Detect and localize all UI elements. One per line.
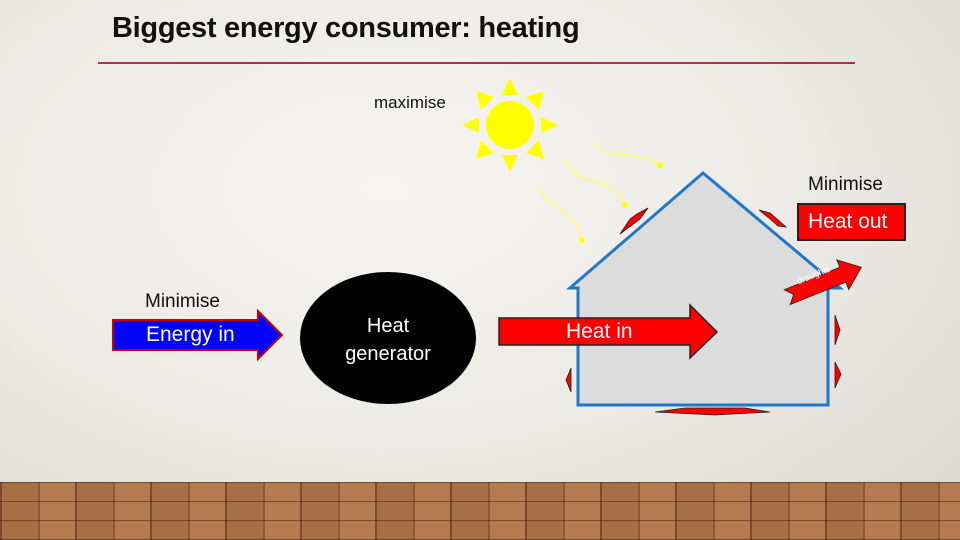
draughts-arrow [783, 259, 862, 306]
heat-generator [300, 272, 476, 404]
maximise-label: maximise [374, 93, 446, 112]
energy-minimise-label: Minimise [145, 291, 220, 312]
energy-in-label: Energy in [146, 323, 235, 346]
heat-in-arrow [498, 303, 719, 360]
heat-out-box [797, 203, 906, 241]
heat-out-minimise-label: Minimise [808, 174, 883, 195]
generator-line-1: Heat [366, 315, 410, 337]
wooden-floor [0, 482, 960, 540]
house [565, 171, 845, 407]
heat-out-label: Heat out [808, 210, 888, 233]
energy-in-arrow [112, 308, 284, 362]
heat-loss-arrows [565, 207, 842, 416]
heat-in-label: Heat in [566, 320, 633, 343]
sun-icon [462, 78, 558, 172]
generator-line-2: generator [345, 343, 431, 365]
sun-rays [537, 141, 661, 241]
title-divider [98, 62, 855, 64]
heat-generator-label: Heat generator [300, 312, 476, 368]
slide-title: Biggest energy consumer: heating [112, 12, 580, 44]
